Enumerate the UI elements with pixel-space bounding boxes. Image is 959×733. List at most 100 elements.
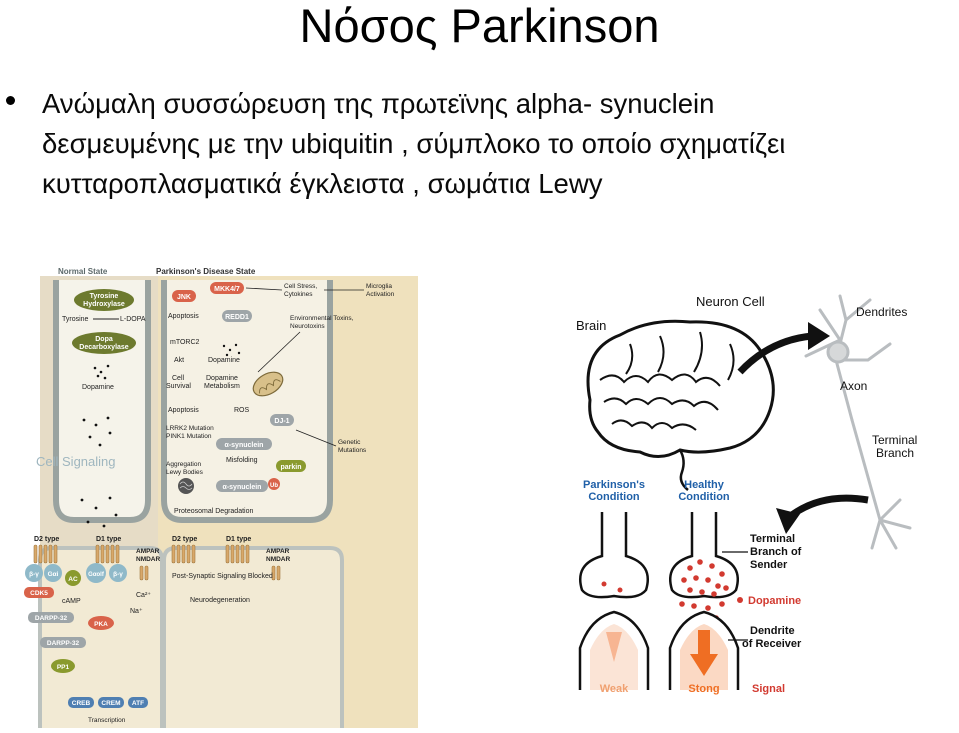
healthy-presynaptic-icon xyxy=(669,512,739,621)
arrow-toxins xyxy=(257,331,301,373)
proteosomal-label: Proteosomal Degradation xyxy=(174,508,253,515)
bg-label: β-γ xyxy=(29,571,39,578)
microglia-1: Microglia xyxy=(366,283,392,290)
parkin-node xyxy=(276,460,306,472)
redd1-node xyxy=(222,310,252,322)
aggregation-2: Lewy Bodies xyxy=(166,469,204,476)
dd-label-1: Dopa xyxy=(95,336,113,343)
normal-state-label: Normal State xyxy=(58,267,108,276)
dendrite-receiver-1: Dendrite xyxy=(750,625,795,637)
mtorc2-label: mTORC2 xyxy=(170,339,200,346)
neuron-icon xyxy=(804,294,912,550)
axon-label: Axon xyxy=(840,379,867,393)
pd-postsynaptic-icon xyxy=(578,610,650,690)
crem-node xyxy=(98,697,124,708)
lewy-body-icon xyxy=(178,478,194,494)
mkk47-node xyxy=(210,282,244,294)
arrow-head-1 xyxy=(808,322,830,350)
env-toxins-1: Environmental Toxins, xyxy=(290,315,354,322)
misfolding-label: Misfolding xyxy=(226,457,258,464)
terminal-branch-1: Terminal xyxy=(872,433,917,447)
cell-stress-1: Cell Stress, xyxy=(284,283,317,290)
dopamine-metab-1: Dopamine xyxy=(206,375,238,382)
redd1-label: REDD1 xyxy=(225,314,249,321)
darpp1-label: DARPP-32 xyxy=(35,615,68,622)
cell-stress-2: Cytokines xyxy=(284,291,313,298)
d1-left-label: D1 type xyxy=(96,536,121,543)
ros-label: ROS xyxy=(234,407,250,414)
jnk-node xyxy=(172,290,196,302)
camp-label: cAMP xyxy=(62,598,81,605)
genetic-1: Genetic xyxy=(338,439,361,446)
darpp2-node xyxy=(40,637,86,648)
dendrite-receiver-2: of Receiver xyxy=(742,638,802,650)
pka-label: PKA xyxy=(94,621,108,628)
arrow-genetic xyxy=(295,429,337,447)
healthy-condition-1: Healthy xyxy=(684,479,725,491)
asyn2-label: α-synuclein xyxy=(223,484,262,491)
dopa-decarboxylase-node xyxy=(72,332,136,354)
ca-label: Ca²⁺ xyxy=(136,592,151,599)
dopamine-legend-label: Dopamine xyxy=(748,595,801,607)
brain-icon xyxy=(586,319,775,491)
env-toxins-2: Neurotoxins xyxy=(290,323,325,330)
d2-left-label: D2 type xyxy=(34,536,59,543)
dj1-label: DJ-1 xyxy=(274,418,289,425)
ac-node xyxy=(65,570,81,586)
mitochondrion-icon xyxy=(252,371,284,397)
ampar-right-1: AMPAR xyxy=(266,548,290,555)
apoptosis-top-label: Apoptosis xyxy=(168,313,199,320)
neuron-cell-label: Neuron Cell xyxy=(696,294,765,309)
post-right-cell xyxy=(162,546,344,728)
gaolf-label: Gαolf xyxy=(88,572,105,578)
apoptosis-mid-label: Apoptosis xyxy=(168,407,199,414)
bg2-node xyxy=(109,564,127,582)
weak-label: Weak xyxy=(600,683,629,695)
ampar-right-2: NMDAR xyxy=(266,556,290,563)
arrow-head-2 xyxy=(776,508,800,534)
aggregation-1: Aggregation xyxy=(166,461,201,468)
mkk47-label: MKK4/7 xyxy=(214,286,240,293)
asyn1-label: α-synuclein xyxy=(225,442,264,449)
terminal-sender-2: Branch of xyxy=(750,546,802,558)
signal-label: Signal xyxy=(752,683,785,695)
cell-signaling-logo: Cell Signaling xyxy=(36,454,116,469)
dopamine-mid-label: Dopamine xyxy=(208,357,240,364)
lrrk2-label: LRRK2 Mutation xyxy=(166,425,214,432)
creb-node xyxy=(68,697,94,708)
cell-survival-1: Cell xyxy=(172,375,185,382)
microglia-2: Activation xyxy=(366,291,395,298)
slide-title: Νόσος Parkinson xyxy=(299,0,660,52)
tyrosine-label: Tyrosine xyxy=(62,316,89,323)
bullet-line-2: δεσμευμένης με την ubiquitin , σύμπλοκο … xyxy=(42,128,786,159)
jnk-label: JNK xyxy=(177,294,191,301)
terminal-branch-2: Branch xyxy=(876,446,914,460)
gai-node xyxy=(44,564,62,582)
pp1-label: PP1 xyxy=(57,664,70,671)
transcription-label: Transcription xyxy=(88,717,126,724)
th-label-2: Hydroxylase xyxy=(83,301,125,308)
arrow-stress-mkk xyxy=(245,287,283,291)
dopamine-metab-2: Metabolism xyxy=(204,383,240,390)
terminal-sender-1: Terminal xyxy=(750,533,795,545)
asyn2-node xyxy=(216,480,268,492)
strong-label: Stong xyxy=(688,683,719,695)
d1-right-label: D1 type xyxy=(226,536,251,543)
pd-presynaptic-icon xyxy=(579,512,649,599)
synaptic-dots xyxy=(80,496,118,528)
healthy-condition-2: Condition xyxy=(678,491,730,503)
na-label: Na⁺ xyxy=(130,608,143,615)
receptor-helix-icons xyxy=(33,544,281,581)
bullet-line-3: κυτταροπλασματικά έγκλειστα , σωμάτια Le… xyxy=(42,168,603,199)
cell-survival-2: Survival xyxy=(166,383,191,390)
dopamine-dots-mid xyxy=(222,343,241,357)
neurodegeneration-label: Neurodegeneration xyxy=(190,597,250,604)
tyrosine-hydroxylase-node xyxy=(74,289,134,311)
akt-label: Akt xyxy=(174,357,184,364)
pp1-node xyxy=(51,659,75,673)
atf-label: ATF xyxy=(132,700,144,707)
ub-node xyxy=(268,478,280,490)
pink1-label: PINK1 Mutation xyxy=(166,433,212,440)
pd-condition-1: Parkinson's xyxy=(583,479,645,491)
